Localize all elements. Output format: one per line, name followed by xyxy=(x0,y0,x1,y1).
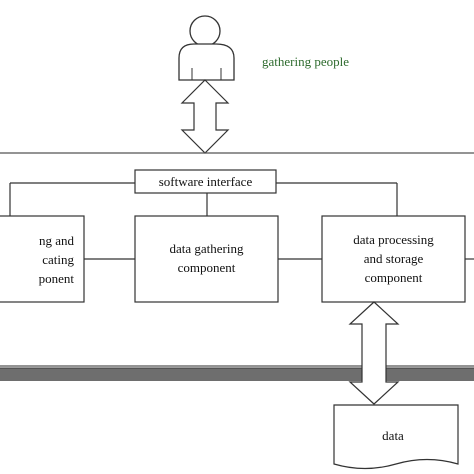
data-gathering-label-2: component xyxy=(178,260,236,275)
connector-lines xyxy=(9,182,474,260)
left-component-label-1: ng and xyxy=(39,233,75,248)
left-component-box xyxy=(0,215,85,303)
software-interface-label: software interface xyxy=(159,174,253,189)
data-document-icon xyxy=(333,404,459,470)
data-processing-label-2: and storage xyxy=(364,251,424,266)
data-processing-label-1: data processing xyxy=(353,232,434,247)
data-gathering-label-1: data gathering xyxy=(170,241,244,256)
software-interface-box xyxy=(134,169,277,194)
data-document-label: data xyxy=(382,428,404,443)
left-component-label-3: ponent xyxy=(39,271,75,286)
system-base-bar xyxy=(0,368,474,381)
left-component-label-2: cating xyxy=(42,252,74,267)
double-arrow-processing-data xyxy=(348,301,400,405)
data-processing-label-3: component xyxy=(365,270,423,285)
data-gathering-component-box xyxy=(134,215,279,303)
actor-label: gathering people xyxy=(262,54,349,69)
person-icon xyxy=(178,15,235,81)
data-processing-component-box xyxy=(321,215,466,303)
double-arrow-user-interface xyxy=(180,79,230,154)
system-boundary xyxy=(0,152,474,367)
